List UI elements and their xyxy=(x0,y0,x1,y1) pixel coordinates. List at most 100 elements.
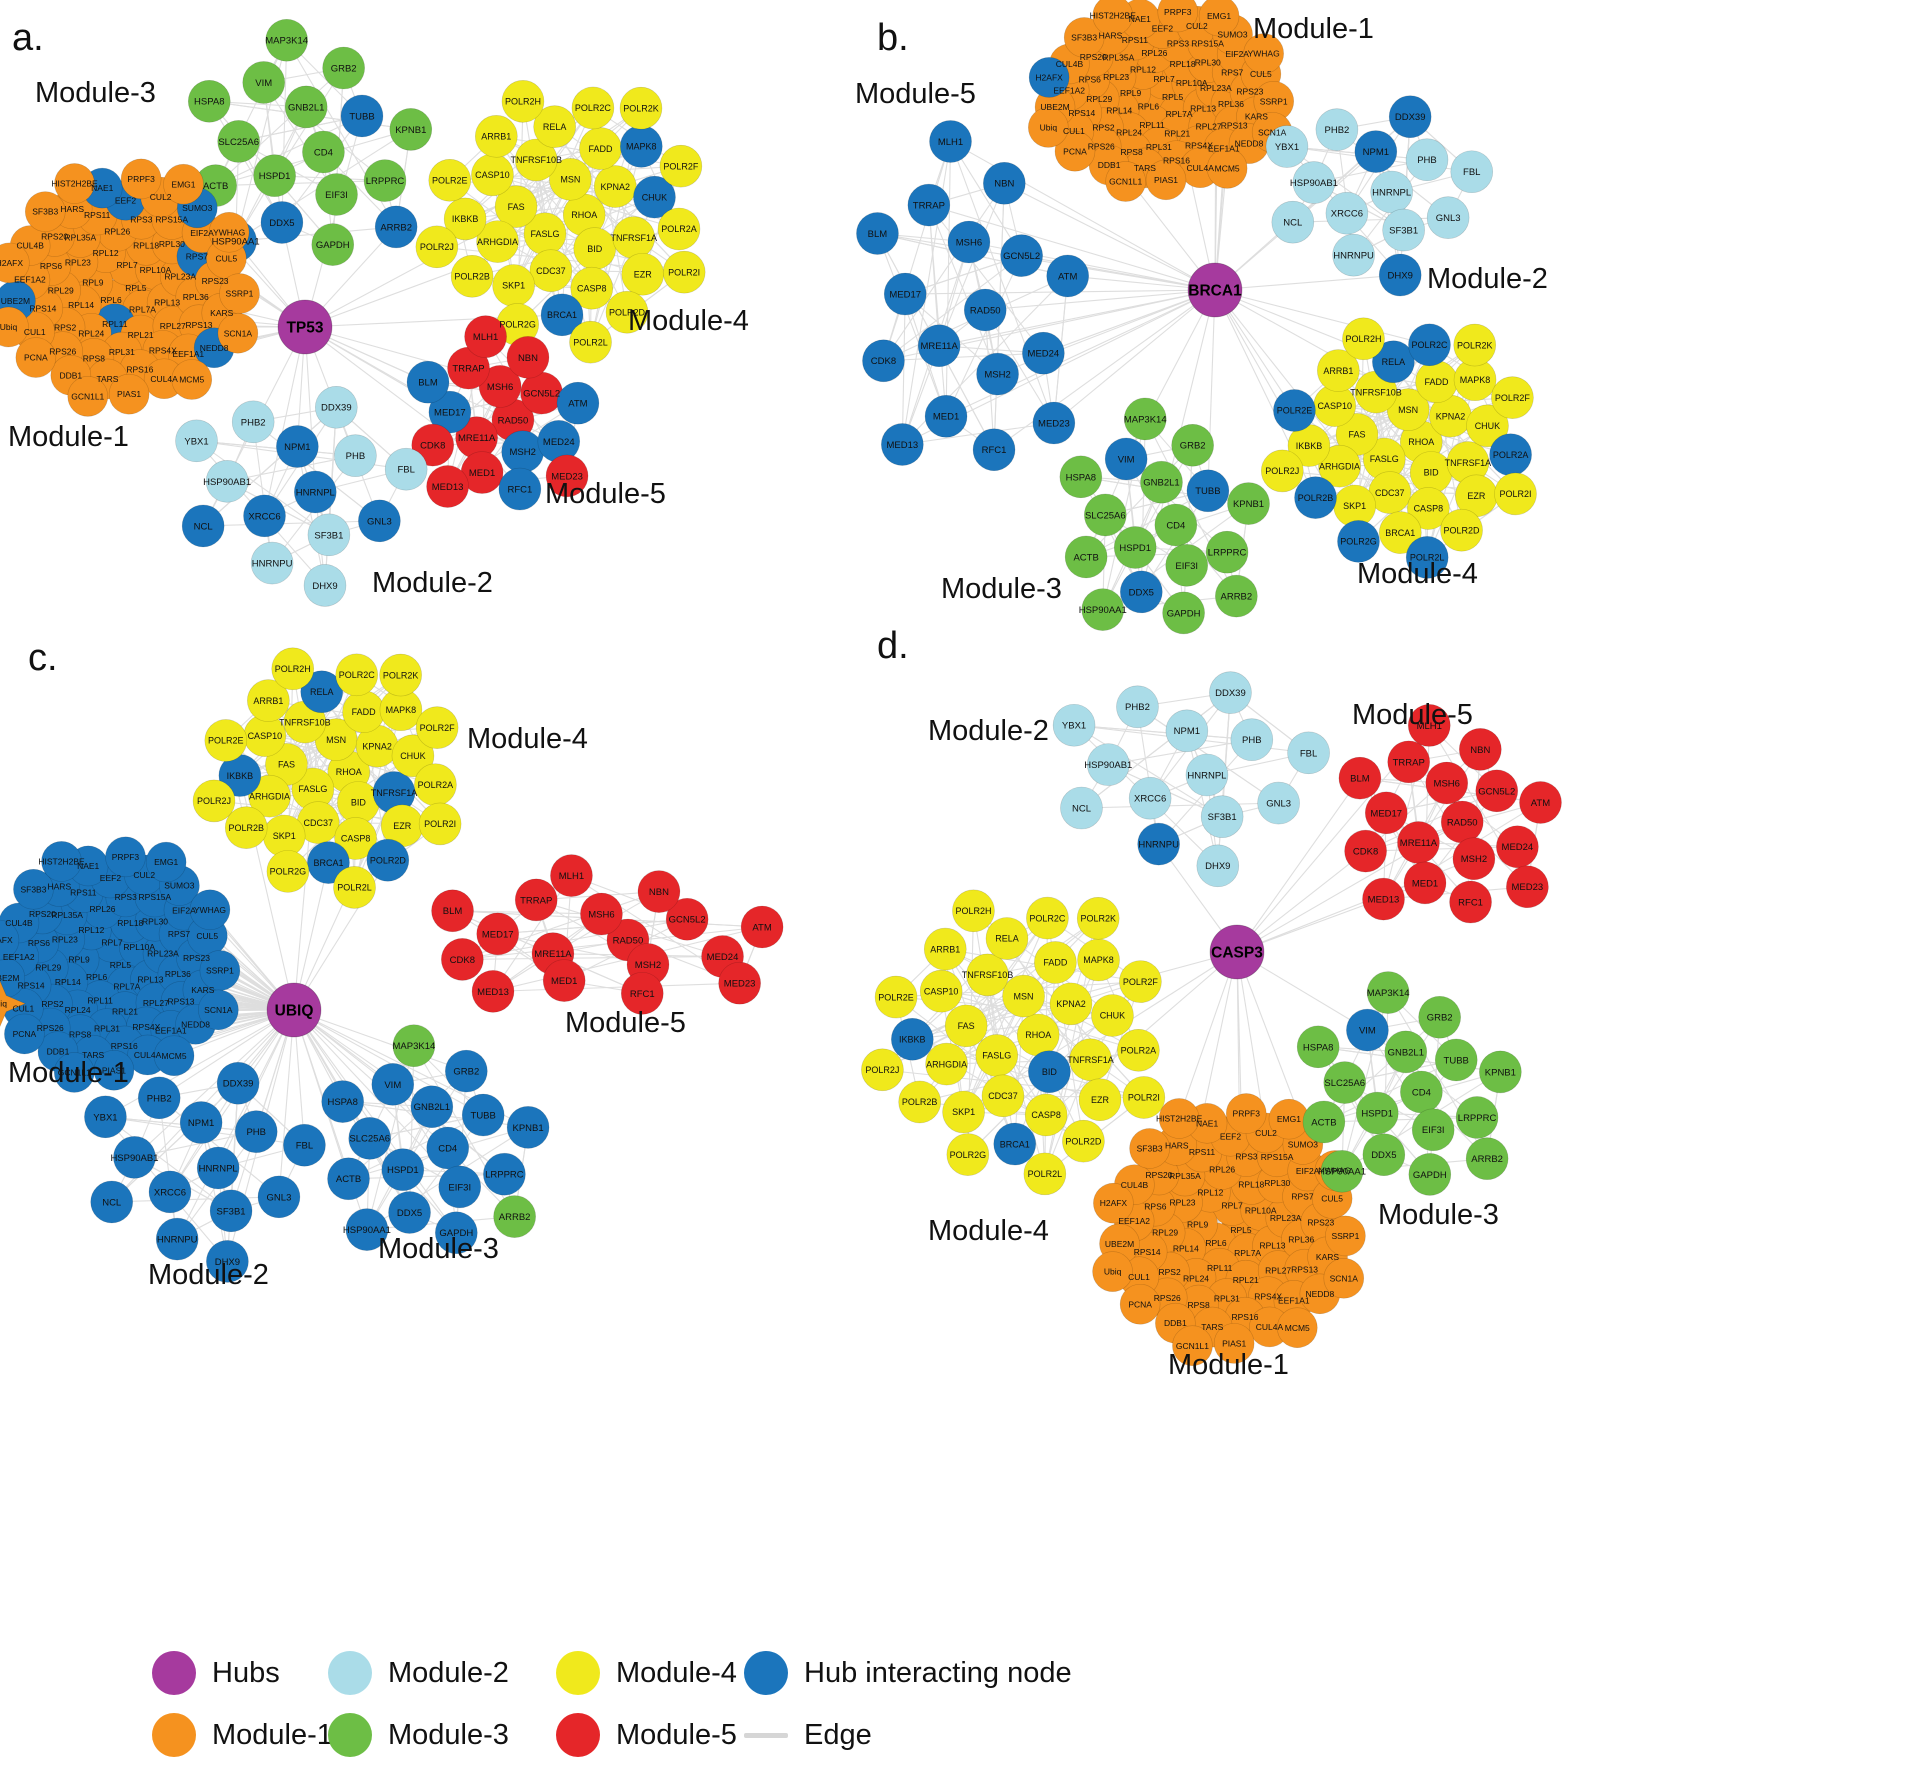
gene-node xyxy=(1407,487,1450,530)
gene-node xyxy=(718,961,761,1005)
gene-label: SUMO3 xyxy=(182,203,213,213)
gene-label: RPL30 xyxy=(159,239,185,249)
gene-label: FADD xyxy=(352,707,377,717)
module-label: Module-5 xyxy=(565,1007,686,1039)
gene-label: RPL27 xyxy=(1265,1266,1291,1276)
gene-label: RPL23A xyxy=(1200,83,1232,93)
gene-label: RPL21 xyxy=(128,330,154,340)
gene-label: ACTB xyxy=(336,1174,361,1185)
gene-node xyxy=(406,360,450,404)
gene-node xyxy=(1034,941,1077,984)
gene-node xyxy=(633,175,676,219)
gene-label: RPS4X xyxy=(132,1022,160,1032)
gene-label: MSH6 xyxy=(1434,778,1460,789)
gene-label: POLR2K xyxy=(1080,914,1116,924)
gene-label: GCN1L1 xyxy=(1109,177,1142,187)
gene-label: SLC25A6 xyxy=(218,137,259,148)
gene-node xyxy=(1123,397,1167,441)
panel-d: HNRNPLXRCC6NPM1SF3B1HSP90AB1PHBHNRNPUPHB… xyxy=(861,625,1562,1381)
gene-label: POLR2D xyxy=(1065,1136,1102,1146)
gene-label: MLH1 xyxy=(938,137,963,148)
gene-node xyxy=(1243,33,1284,74)
legend-label: Module-3 xyxy=(388,1718,509,1751)
gene-node xyxy=(1023,1152,1067,1196)
gene-label: MED17 xyxy=(434,408,466,419)
gene-label: CD4 xyxy=(1166,520,1185,531)
gene-label: GNB2L1 xyxy=(288,102,324,113)
gene-node xyxy=(1076,897,1120,940)
module1-swatch-icon xyxy=(152,1713,196,1757)
gene-label: POLR2B xyxy=(228,823,264,833)
gene-label: RPL24 xyxy=(65,1005,91,1015)
gene-label: GNL3 xyxy=(267,1192,292,1203)
gene-node xyxy=(145,841,187,883)
gene-label: CD4 xyxy=(1412,1087,1431,1098)
nodes xyxy=(861,671,1562,1366)
gene-node xyxy=(1154,503,1198,547)
gene-label: POLR2E xyxy=(208,736,244,746)
gene-label: MED24 xyxy=(1028,349,1060,360)
gene-label: KPNA2 xyxy=(600,182,630,192)
gene-label: GNB2L1 xyxy=(1143,478,1179,489)
gene-node xyxy=(952,889,995,933)
gene-node xyxy=(153,1035,195,1077)
gene-node xyxy=(1087,743,1130,786)
gene-node xyxy=(1449,880,1492,924)
gene-label: RPL5 xyxy=(1162,92,1184,102)
gene-label: RPS16 xyxy=(111,1041,138,1051)
gene-label: MCM5 xyxy=(1285,1323,1310,1333)
gene-node xyxy=(1022,331,1065,375)
gene-node xyxy=(1257,781,1300,825)
gene-node xyxy=(311,223,355,266)
gene-node xyxy=(300,670,344,714)
gene-label: RPL26 xyxy=(1209,1165,1235,1175)
module-label: Module-1 xyxy=(8,1057,129,1089)
gene-node xyxy=(271,647,315,691)
gene-label: LRPPRC xyxy=(1208,548,1247,559)
gene-node xyxy=(501,80,545,123)
gene-label: FAS xyxy=(958,1021,975,1031)
gene-node xyxy=(1407,704,1451,747)
gene-node xyxy=(1205,530,1249,574)
module-label: Module-4 xyxy=(467,723,588,755)
gene-label: PIAS1 xyxy=(1222,1338,1246,1348)
gene-node xyxy=(1465,1137,1509,1180)
panel-c: RHOAFASLGMSNBIDFASKPNA2CDC37TNFRSF10BTNF… xyxy=(0,637,784,1291)
gene-label: PRPF3 xyxy=(127,174,155,184)
gene-node xyxy=(1366,971,1410,1014)
gene-node xyxy=(1185,753,1229,797)
gene-node xyxy=(1200,795,1244,838)
gene-label: RAD50 xyxy=(1447,817,1478,828)
gene-label: RPL35A xyxy=(51,910,83,920)
gene-node xyxy=(533,105,576,148)
gene-node xyxy=(593,165,637,208)
gene-label: XRCC6 xyxy=(154,1187,186,1198)
gene-node xyxy=(569,320,612,364)
module5-swatch-icon xyxy=(556,1713,600,1757)
gene-label: RFC1 xyxy=(630,989,655,1000)
gene-label: RHOA xyxy=(336,767,362,777)
gene-label: MAPK8 xyxy=(1460,375,1491,385)
gene-label: HNRNPU xyxy=(157,1234,198,1245)
panel-letter: a. xyxy=(12,17,44,59)
gene-node xyxy=(1084,493,1127,537)
labels: RAD50MRE11AMSH6MSH2MED17GCN5L2MED1TRRAPM… xyxy=(868,7,1532,619)
gene-label: RPS8 xyxy=(1120,147,1142,157)
gene-node xyxy=(426,1126,470,1170)
legend-label: Module-2 xyxy=(388,1656,509,1689)
gene-label: RHOA xyxy=(1408,437,1434,447)
gene-label: POLR2E xyxy=(878,992,914,1002)
gene-label: RPL24 xyxy=(1116,127,1142,137)
gene-label: PRPF3 xyxy=(1164,7,1192,17)
gene-label: MRE11A xyxy=(1400,838,1438,849)
gene-node xyxy=(740,905,784,949)
gene-label: MAP3K14 xyxy=(1124,414,1167,425)
gene-node xyxy=(435,1211,478,1255)
module-label: Module-3 xyxy=(941,573,1062,605)
gene-label: POLR2A xyxy=(418,780,454,790)
gene-label: BRCA1 xyxy=(313,858,343,868)
gene-node xyxy=(1425,761,1469,805)
gene-label: CASP10 xyxy=(475,170,510,180)
gene-label: RPS14 xyxy=(1068,108,1095,118)
gene-label: KPNA2 xyxy=(362,741,392,751)
